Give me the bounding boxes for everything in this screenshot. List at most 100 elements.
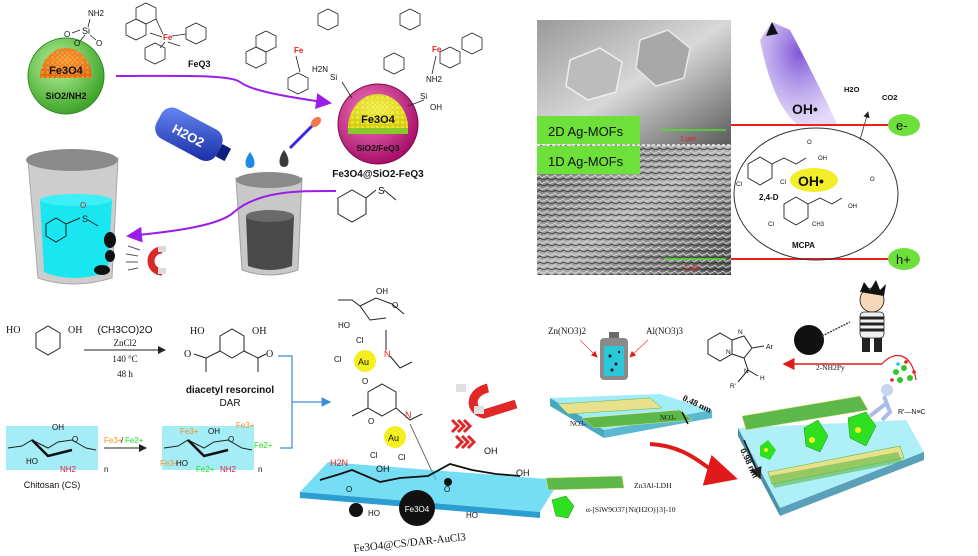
atom-label: O: [74, 39, 80, 48]
atom-label: H: [760, 375, 765, 382]
h2o2-bottle: H2O2: [155, 107, 232, 162]
reagent-anhydride: (CH3CO)2O: [97, 325, 152, 336]
intercalation-arrow: [649, 442, 738, 486]
attached-feq3-complexes: Fe H2N Si Fe NH2 Si OH: [245, 8, 483, 112]
dar-structure: HO OH O O: [184, 326, 273, 372]
atom-label: O: [346, 485, 352, 494]
au-label: Au: [358, 357, 369, 367]
legend-label-ldh: Zn3Al-LDH: [634, 481, 672, 490]
ion-label: Fe2+: [254, 441, 273, 450]
atom-label: HO: [6, 325, 20, 336]
legend-swatch-pom: [551, 495, 575, 519]
atom-label: CH3: [812, 222, 825, 228]
atom-label: Cl: [356, 336, 364, 345]
particle-shell-label: SiO2/NH2: [45, 91, 86, 101]
atom-label: Si: [82, 26, 90, 36]
atom-label: HO: [368, 509, 380, 518]
pom-unit: [803, 419, 829, 453]
feq3-complex: Fe FeQ3: [125, 2, 211, 69]
imidazopyridine-structure: N N Ar N H R': [707, 329, 774, 390]
condition-time: 48 h: [117, 369, 133, 379]
catalyst-label: Fe3O4@CS/DAR-AuCl3: [353, 531, 467, 555]
fe-center: Fe: [163, 33, 173, 42]
atom-label: O: [80, 201, 86, 210]
chitosan-box: [6, 426, 98, 470]
atom-label: O: [64, 30, 70, 39]
iron-reagent-fe3: Fe3+: [104, 436, 123, 445]
water-drop-icon: [245, 152, 255, 168]
precursor-al: Al(NO3)3: [646, 326, 683, 336]
core-label: Fe3O4: [405, 505, 430, 514]
atom-label: Ar: [766, 344, 774, 351]
condition-temp: 140 °C: [112, 354, 137, 364]
pollutant-mcpa: MCPA: [792, 241, 815, 250]
particle-core-label: Fe3O4: [49, 65, 84, 77]
legend: Zn3Al-LDH α-[SiW9O37{Ni(H2O)}3]-10: [545, 475, 676, 519]
atom-label: Cl: [768, 221, 775, 228]
atom-label: Cl: [398, 453, 406, 462]
atom-label: O: [72, 435, 78, 444]
atom-label: Cl: [370, 451, 378, 460]
atom-label: Si: [420, 92, 427, 101]
atom-label: OH: [484, 446, 498, 456]
reaction-beaker: [235, 172, 303, 276]
sem-label-1d: 1D Ag-MOFs: [548, 154, 624, 169]
sem-label-2d: 2D Ag-MOFs: [548, 124, 624, 139]
panel-ldh-pom-catalysis: Zn(NO3)2 Al(NO3)3 NO3- NO3- 0.48 nm Zn3A…: [545, 280, 926, 519]
product-co2: CO2: [882, 93, 897, 102]
magnet-icon: [450, 383, 518, 450]
atom-label: H2N: [330, 458, 348, 468]
radical-center: OH•: [798, 173, 824, 189]
pom-unit: [847, 411, 877, 447]
atom-label: HO: [466, 511, 478, 520]
product-beaker: O S: [26, 149, 119, 285]
atom-label: O: [368, 417, 374, 426]
atom-label: N: [744, 368, 749, 375]
atom-label: HO: [26, 457, 38, 466]
panel-dar-synthesis: HO OH (CH3CO)2O ZnCl2 140 °C 48 h HO OH …: [6, 325, 330, 490]
atom-label: H2N: [312, 65, 328, 74]
catalyst-drop-icon: [279, 150, 289, 167]
precursor-zn: Zn(NO3)2: [548, 326, 586, 336]
separator: /: [121, 436, 124, 445]
atom-label: N: [738, 329, 743, 336]
atom-label: OH: [252, 326, 266, 337]
pom-cluster-icon: [890, 360, 916, 383]
panel-fe3o4-sio2-feq3: Fe3O4 SiO2/NH2 NH2 Si O O O Fe FeQ3 H2O2: [26, 2, 483, 285]
atom-label: OH: [848, 204, 857, 210]
label-box-1d: [537, 146, 640, 174]
atom-label: OH: [208, 427, 220, 436]
atom-label: O: [807, 140, 812, 146]
atom-label: HO: [338, 321, 350, 330]
bracket-arrow: [278, 355, 330, 449]
loaded-chitosan-box: [162, 426, 254, 470]
thioanisole-structure: S: [337, 186, 397, 223]
electron-label: e-: [896, 118, 908, 133]
ion-label: Fe3+: [180, 427, 199, 436]
atom-label: O: [184, 349, 191, 360]
atom-label: N: [726, 349, 731, 356]
atom-label: OH: [376, 287, 388, 296]
dar-name: diacetyl resorcinol: [186, 385, 275, 396]
atom-label: S: [82, 214, 88, 224]
legend-swatch-ldh: [545, 475, 625, 491]
autoclave-icon: [600, 332, 628, 380]
light-beam: [760, 22, 838, 126]
reagent-zncl2: ZnCl2: [113, 338, 136, 348]
pollutant-24d: 2,4-D: [759, 193, 779, 202]
feq3-label: FeQ3: [188, 59, 211, 69]
isocyanide-label: R'—N≡C: [898, 409, 926, 416]
ion-label: Fe3+: [236, 421, 255, 430]
atom-label: R': [730, 383, 736, 390]
ball-icon: [794, 325, 824, 355]
silane-linker: NH2 Si O O O: [64, 9, 105, 48]
product-shell-label: SiO2/FeQ3: [357, 143, 400, 153]
loaded-chitosan-structure: Fe3+ Fe3+ Fe2+ Fe3+ Fe2+ OH O HO NH2 n: [160, 421, 273, 474]
panel-au-catalyst: OH O HO Au Cl Cl N O O N Au Cl Cl H2N OH…: [300, 287, 560, 555]
hole-badge: [888, 248, 920, 270]
label-box-2d: [537, 116, 640, 144]
product-core-label: Fe3O4: [361, 114, 396, 126]
radical-top: OH•: [792, 101, 818, 117]
scale-bar-1d: 1 µm: [684, 265, 700, 272]
dar-abbrev: DAR: [219, 398, 240, 409]
